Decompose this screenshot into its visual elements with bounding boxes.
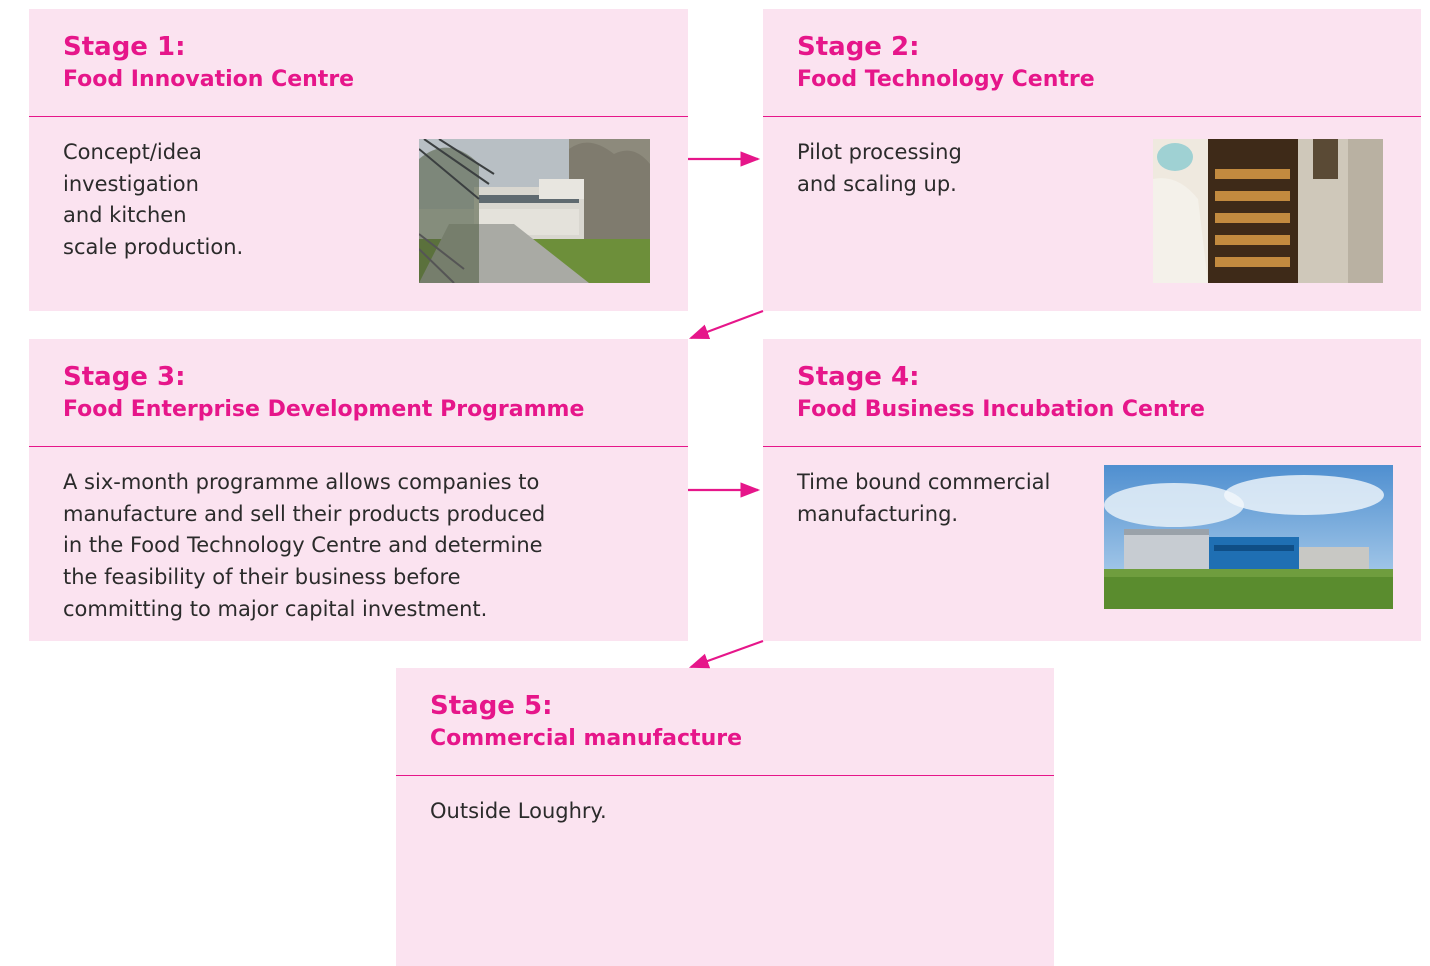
description-line: committing to major capital investment. [63, 596, 488, 621]
stage-2-header: Stage 2: Food Technology Centre [763, 9, 1421, 117]
stage-5-label: Stage 5: [430, 691, 553, 721]
arrow-stage2-to-stage3 [688, 309, 764, 340]
stage-4-label: Stage 4: [797, 362, 920, 392]
description-line: Pilot processing [797, 140, 962, 164]
description-line: Outside Loughry. [430, 799, 607, 823]
stage-1-card: Stage 1: Food Innovation Centre Concept/… [29, 9, 688, 311]
stage-2-label: Stage 2: [797, 32, 920, 62]
stage-1-name: Food Innovation Centre [63, 67, 355, 92]
description-line: A six-month programme allows companies t… [63, 470, 540, 494]
stage-3-label: Stage 3: [63, 362, 186, 392]
incubation-building-photo [1104, 465, 1393, 609]
description-line: the feasibility of their business before [63, 565, 461, 590]
description-line: Concept/idea [63, 140, 202, 164]
description-line: and scaling up. [797, 171, 957, 196]
description-line: and kitchen [63, 203, 187, 228]
stage-5-name: Commercial manufacture [430, 726, 743, 751]
description-line: manufacturing. [797, 501, 959, 526]
stage-2-card: Stage 2: Food Technology Centre Pilot pr… [763, 9, 1421, 311]
stage-1-label: Stage 1: [63, 32, 186, 62]
stage-3-header: Stage 3: Food Enterprise Development Pro… [29, 339, 688, 447]
stage-4-card: Stage 4: Food Business Incubation Centre… [763, 339, 1421, 641]
stage-5-header: Stage 5: Commercial manufacture [396, 668, 1054, 776]
stage-3-description: A six-month programme allows companies t… [63, 467, 545, 626]
description-line: Time bound commercial [797, 470, 1051, 494]
description-line: in the Food Technology Centre and determ… [63, 533, 543, 558]
stage-5-card: Stage 5: Commercial manufacture Outside … [396, 668, 1054, 966]
stage-2-name: Food Technology Centre [797, 67, 1095, 92]
description-line: scale production. [63, 235, 244, 260]
stage-4-header: Stage 4: Food Business Incubation Centre [763, 339, 1421, 447]
description-line: manufacture and sell their products prod… [63, 501, 546, 526]
pilot-oven-worker-photo [1153, 139, 1383, 283]
stage-4-description: Time bound commercial manufacturing. [797, 467, 1050, 530]
description-line: investigation [63, 171, 199, 196]
stage-3-card: Stage 3: Food Enterprise Development Pro… [29, 339, 688, 641]
building-with-walkway-photo [419, 139, 650, 283]
stage-1-header: Stage 1: Food Innovation Centre [29, 9, 688, 117]
stage-4-name: Food Business Incubation Centre [797, 397, 1205, 422]
stage-3-name: Food Enterprise Development Programme [63, 397, 585, 422]
stage-1-description: Concept/idea investigation and kitchen s… [63, 137, 243, 264]
arrow-stage4-to-stage5 [688, 639, 764, 669]
stage-2-description: Pilot processing and scaling up. [797, 137, 962, 200]
stage-5-description: Outside Loughry. [430, 796, 607, 828]
